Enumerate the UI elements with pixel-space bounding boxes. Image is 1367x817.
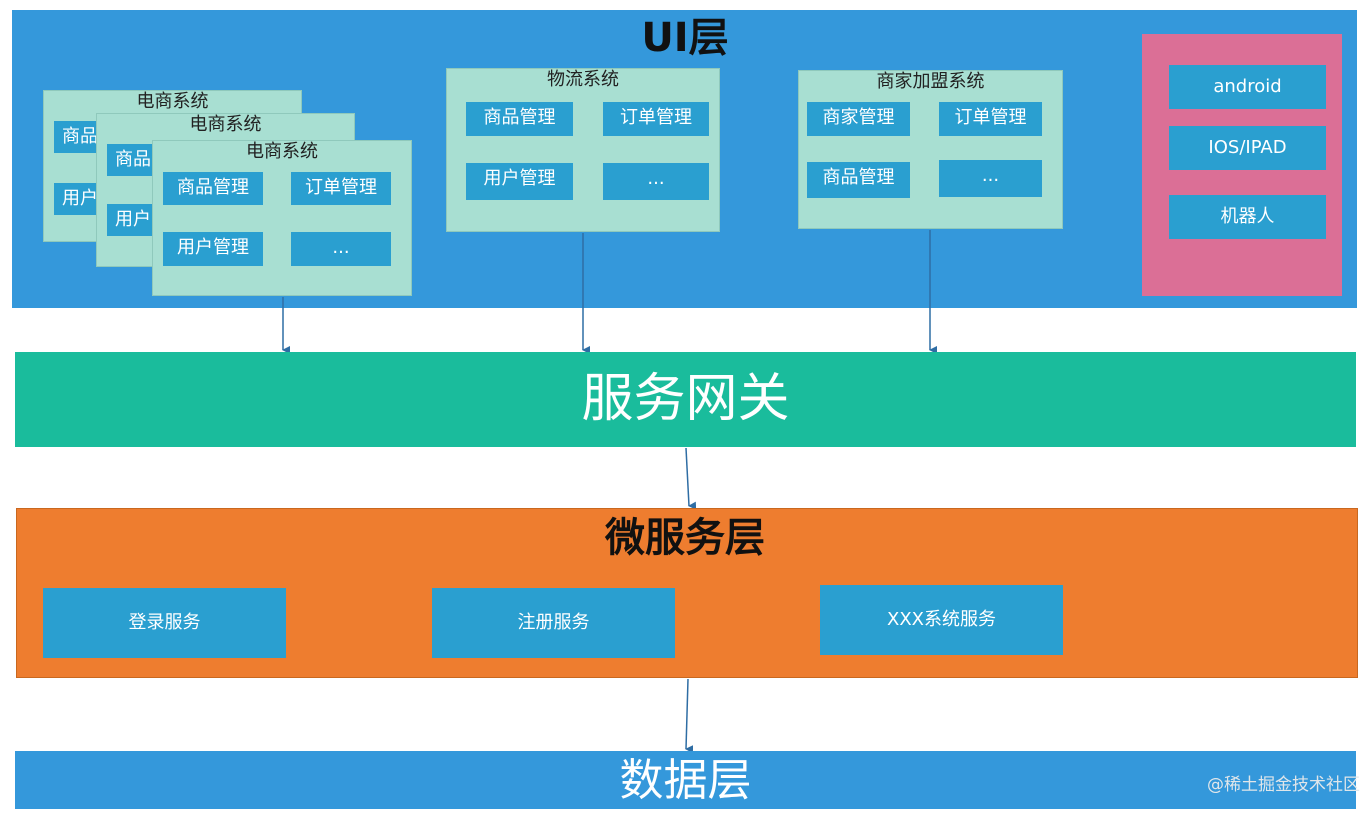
product-management-button[interactable]: 商品管理 [466,102,573,136]
android-button[interactable]: android [1169,65,1326,109]
microservice-layer-title: 微服务层 [605,515,765,561]
ecommerce-panel-title: 电商系统 [189,114,262,135]
ecommerce-panel-front: 电商系统 商品管理 订单管理 用户管理 ... [152,140,412,296]
service-gateway-label: 服务网关 [581,369,790,429]
arrow-gateway-to-microservice [685,447,697,510]
order-management-button[interactable]: 订单管理 [291,172,391,205]
more-button[interactable]: ... [603,163,709,200]
logistics-panel: 物流系统 商品管理 订单管理 用户管理 ... [446,68,720,232]
merchant-panel: 商家加盟系统 商家管理 订单管理 商品管理 ... [798,70,1063,229]
user-management-button[interactable]: 用户管理 [163,232,263,266]
more-button[interactable]: ... [291,232,391,266]
user-management-button[interactable]: 用户管理 [466,163,573,200]
data-layer [15,751,1356,809]
ios-ipad-button[interactable]: IOS/IPAD [1169,126,1326,170]
arrow-microservice-to-data [685,678,694,754]
ecommerce-panel-title: 电商系统 [246,141,318,162]
register-service-box[interactable]: 注册服务 [432,588,675,658]
robot-button[interactable]: 机器人 [1169,195,1326,239]
service-gateway [15,352,1356,447]
ui-layer-title: UI层 [641,15,729,61]
product-management-button[interactable]: 商品管理 [163,172,263,205]
merchant-panel-title: 商家加盟系统 [876,71,985,92]
product-management-button[interactable]: 商品管理 [807,162,910,198]
order-management-button[interactable]: 订单管理 [603,102,709,136]
watermark: @稀土掘金技术社区 [1207,775,1360,795]
more-button[interactable]: ... [939,160,1042,197]
login-service-box[interactable]: 登录服务 [43,588,286,658]
data-layer-label: 数据层 [619,755,752,806]
ecommerce-panel-title: 电商系统 [136,91,209,112]
xxx-system-service-box[interactable]: XXX系统服务 [820,585,1063,655]
merchant-management-button[interactable]: 商家管理 [807,102,910,136]
order-management-button[interactable]: 订单管理 [939,102,1042,136]
device-panel: android IOS/IPAD 机器人 [1142,34,1342,296]
logistics-panel-title: 物流系统 [547,69,619,90]
